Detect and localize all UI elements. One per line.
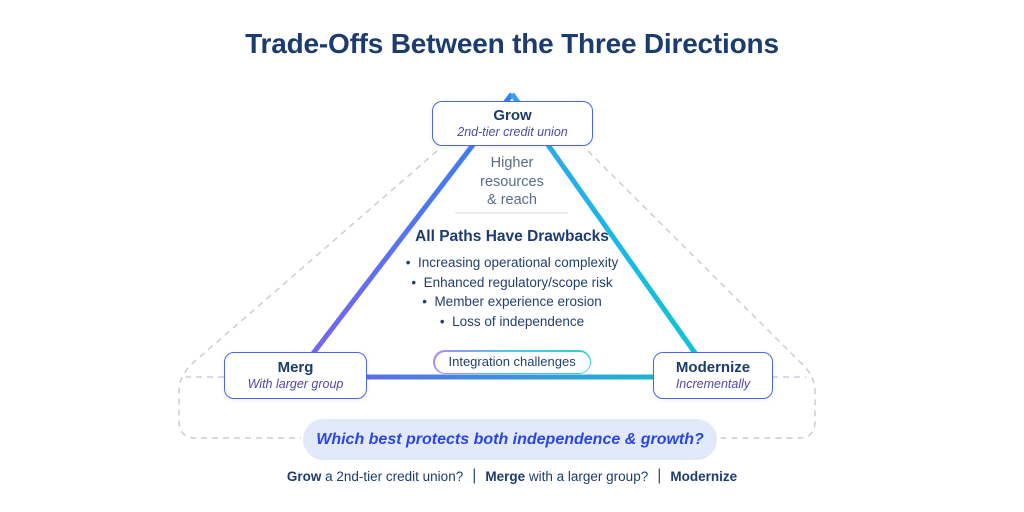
node-modernize: Modernize Incrementally <box>653 352 773 399</box>
node-merge: Merg With larger group <box>224 352 367 399</box>
node-merge-label: Merg <box>277 359 314 376</box>
footer-text: a 2nd-tier credit union? <box>321 468 464 484</box>
dashed-outline <box>178 150 816 439</box>
drawback-item: Member experience erosion <box>312 292 712 312</box>
drawback-item: Loss of independence <box>312 312 712 332</box>
drawbacks-list: Increasing operational complexity Enhanc… <box>312 253 712 331</box>
node-merge-sublabel: With larger group <box>247 377 344 391</box>
footer-segment: Merge with a larger group? <box>485 469 648 484</box>
node-modernize-label: Modernize <box>675 359 751 376</box>
footer-separator: | <box>472 467 477 484</box>
drawbacks-heading: All Paths Have Drawbacks <box>415 228 609 245</box>
node-grow-sublabel: 2nd-tier credit union <box>457 125 568 139</box>
integration-challenges-label: Integration challenges <box>434 351 590 373</box>
node-modernize-sublabel: Incrementally <box>675 377 751 391</box>
footer-bold: Modernize <box>670 468 738 484</box>
drawback-item: Increasing operational complexity <box>312 253 712 273</box>
page-title: Trade-Offs Between the Three Directions <box>245 28 779 59</box>
edge-label-line: resources <box>480 173 544 190</box>
drawback-item: Enhanced regulatory/scope risk <box>312 273 712 293</box>
edge-label-line: & reach <box>487 192 537 208</box>
edge-label-higher-resources: Higher resources & reach <box>412 154 612 210</box>
integration-challenges-pill: Integration challenges <box>433 350 592 374</box>
footer-caption: Grow a 2nd-tier credit union? | Merge wi… <box>0 467 1024 485</box>
footer-bold: Merge <box>485 468 526 484</box>
question-pill: Which best protects both independence & … <box>303 419 717 460</box>
drawbacks-section: All Paths Have Drawbacks Increasing oper… <box>312 227 712 331</box>
footer-segment: Modernize <box>670 469 737 484</box>
footer-separator: | <box>657 467 662 484</box>
edge-label-line: Higher <box>490 155 534 171</box>
node-grow: Grow 2nd-tier credit union <box>432 101 593 146</box>
footer-bold: Grow <box>286 468 322 484</box>
footer-segment: Grow a 2nd-tier credit union? <box>287 469 463 484</box>
footer-text: with a larger group? <box>525 468 649 484</box>
node-grow-label: Grow <box>493 107 532 124</box>
question-text: Which best protects both independence & … <box>316 430 704 448</box>
